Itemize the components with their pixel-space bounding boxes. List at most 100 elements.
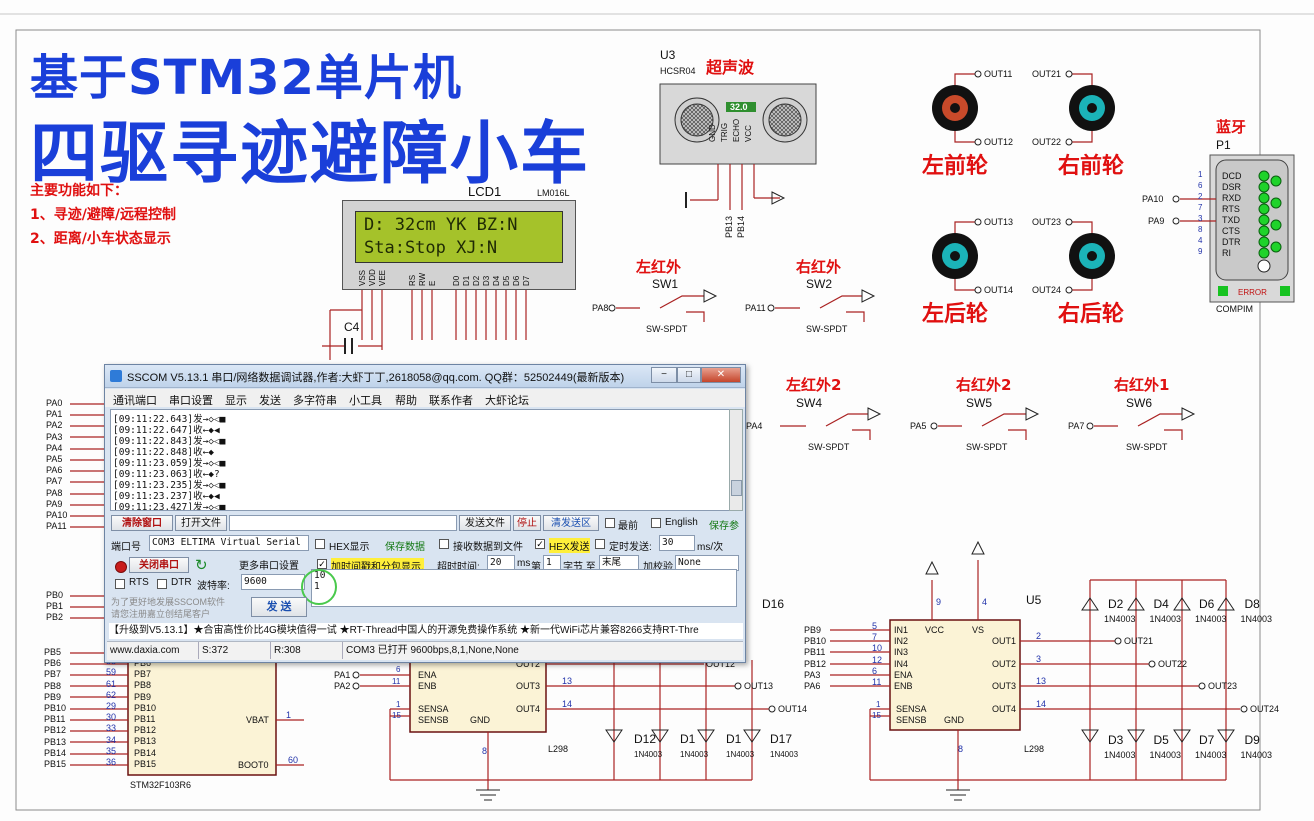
lcd-pin-d6: D6 — [512, 275, 521, 286]
menu-send[interactable]: 发送 — [259, 395, 281, 407]
motor-fl-out-a: OUT11 — [984, 69, 1013, 79]
sw4-label: 左红外2 — [786, 376, 842, 394]
menu-contact[interactable]: 联系作者 — [429, 395, 473, 407]
close-button[interactable]: ✕ — [701, 367, 741, 383]
bt-pin-rts: RTS — [1222, 204, 1240, 214]
save-data-button[interactable]: 保存数据 — [385, 542, 425, 553]
motor-fl-out-b: OUT12 — [984, 137, 1014, 147]
bt-pin-txd: TXD — [1222, 215, 1240, 225]
port-select[interactable]: COM3 ELTIMA Virtual Serial — [149, 535, 309, 551]
mcu-pin-number: 62 — [106, 689, 117, 700]
stop-button[interactable]: 停止 — [513, 515, 541, 531]
menu-tools[interactable]: 小工具 — [349, 395, 382, 407]
sw4-part: SW-SPDT — [808, 442, 850, 452]
mcu-pin-number: 30 — [106, 712, 117, 723]
send-button[interactable]: 发 送 — [251, 597, 307, 617]
hex-display-checkbox[interactable] — [315, 539, 325, 549]
bt-pin-cts: CTS — [1222, 226, 1240, 236]
features-heading: 主要功能如下： — [30, 183, 128, 199]
send-input[interactable]: 10 1 — [311, 569, 737, 607]
menu-display[interactable]: 显示 — [225, 395, 247, 407]
sw6-ref: SW6 — [1126, 396, 1153, 410]
minimize-button[interactable]: − — [651, 367, 677, 383]
dr-diode-d3: D3 — [1108, 733, 1124, 747]
dr-vcc-pin: 9 — [936, 597, 942, 607]
open-file-button[interactable]: 打开文件 — [175, 515, 227, 531]
menu-multi-string[interactable]: 多字符串 — [293, 395, 337, 407]
lcd-pin-d5: D5 — [502, 275, 511, 286]
recv-to-file-checkbox[interactable] — [439, 539, 449, 549]
log-scrollbar[interactable] — [729, 409, 743, 511]
bt-pin-dtr: DTR — [1222, 237, 1241, 247]
dr-diode-d6: D6 — [1199, 597, 1215, 611]
menu-serial-settings[interactable]: 串口设置 — [169, 395, 213, 407]
bt-pinnum-8: 8 — [1198, 225, 1203, 234]
mcu-net-pb9: PB9 — [44, 691, 62, 702]
mcu-net-pa9: PA9 — [46, 498, 63, 509]
dr-diode-d9: D9 — [1244, 733, 1260, 747]
sscom-window[interactable]: SSCOM V5.13.1 串口/网络数据调试器,作者:大虾丁丁,2618058… — [104, 364, 746, 663]
status-website[interactable]: www.daxia.com — [107, 642, 199, 659]
baud-select[interactable]: 9600 — [241, 574, 305, 590]
ultrasonic-ref: U3 — [660, 48, 676, 62]
dl-out4: OUT4 — [516, 704, 541, 714]
more-settings-button[interactable]: 更多串口设置 — [239, 561, 299, 572]
hex-send-checkbox[interactable]: ✓ — [535, 539, 545, 549]
dr-diode-part: 1N4003 — [1195, 614, 1227, 624]
dr-out2: OUT2 — [992, 658, 1017, 669]
bt-pinnum-9: 9 — [1198, 247, 1203, 256]
scrollbar-thumb[interactable] — [731, 480, 742, 496]
lcd-line-2: Sta:Stop XJ:N — [364, 238, 498, 258]
dr-out1: OUT1 — [992, 636, 1017, 646]
timed-interval-input[interactable]: 30 — [659, 535, 695, 551]
dl-out3: OUT3 — [516, 681, 541, 691]
lcd-ref: LCD1 — [468, 184, 502, 199]
sw5-part: SW-SPDT — [966, 442, 1008, 452]
topmost-checkbox[interactable] — [605, 518, 615, 528]
sscom-titlebar[interactable]: SSCOM V5.13.1 串口/网络数据调试器,作者:大虾丁丁,2618058… — [105, 365, 745, 388]
send-file-button[interactable]: 发送文件 — [459, 515, 511, 531]
dl-pin-6: 6 — [396, 665, 401, 674]
dr-out3: OUT3 — [992, 681, 1017, 692]
cap-c4: C4 — [344, 320, 360, 334]
mcu-net-pa1: PA1 — [46, 409, 63, 420]
save-params-button[interactable]: 保存参 — [709, 521, 739, 532]
clear-window-button[interactable]: 清除窗口 — [111, 515, 173, 531]
ultrasonic-net-pb13: PB13 — [724, 215, 734, 238]
bluetooth-ref: P1 — [1216, 138, 1231, 152]
dr-out-pin: 2 — [1036, 631, 1042, 641]
menu-port[interactable]: 通讯端口 — [113, 395, 157, 407]
timeout-unit: ms — [517, 558, 531, 569]
dl-net-pa1: PA1 — [334, 670, 351, 680]
motor-rr-label: 右后轮 — [1058, 302, 1125, 327]
dl-diode-part-4: 1N4003 — [770, 750, 799, 759]
rts-checkbox[interactable] — [115, 579, 125, 589]
mcu-net-pb7: PB7 — [44, 669, 62, 680]
mcu-pin-label: PB6 — [134, 658, 152, 668]
lcd-pin-vss: VSS — [358, 269, 367, 286]
english-checkbox[interactable] — [651, 518, 661, 528]
dr-net-pb10: PB10 — [804, 636, 827, 647]
file-path-input[interactable] — [229, 515, 457, 531]
bt-pinnum-4: 4 — [1198, 236, 1203, 245]
bt-pinnum-6: 6 — [1198, 181, 1203, 190]
lcd-pin-vdd: VDD — [368, 269, 377, 286]
close-port-button[interactable]: 关闭串口 — [129, 557, 189, 573]
clear-send-button[interactable]: 清发送区 — [543, 515, 599, 531]
maximize-button[interactable]: □ — [677, 367, 701, 383]
dr-net-pb11: PB11 — [804, 647, 826, 658]
dr-net-out22: OUT22 — [1158, 659, 1188, 669]
receive-log[interactable]: [09:11:22.643]发→◇◁■ [09:11:22.647]收←◆◀ [… — [110, 409, 730, 511]
menu-forum[interactable]: 大虾论坛 — [485, 395, 529, 407]
mcu-net-pa0: PA0 — [46, 398, 63, 408]
dtr-checkbox[interactable] — [157, 579, 167, 589]
menu-help[interactable]: 帮助 — [395, 395, 417, 407]
ultrasonic-part: HCSR04 — [660, 66, 696, 76]
timed-send-checkbox[interactable] — [595, 539, 605, 549]
sw1-part: SW-SPDT — [646, 324, 688, 334]
refresh-icon[interactable]: ↻ — [195, 557, 208, 574]
dr-in-pin: 11 — [872, 677, 882, 687]
dr-out-pin: 3 — [1036, 653, 1042, 664]
mcu-net-pb6: PB6 — [44, 658, 62, 669]
timestamp-checkbox[interactable]: ✓ — [317, 559, 327, 569]
